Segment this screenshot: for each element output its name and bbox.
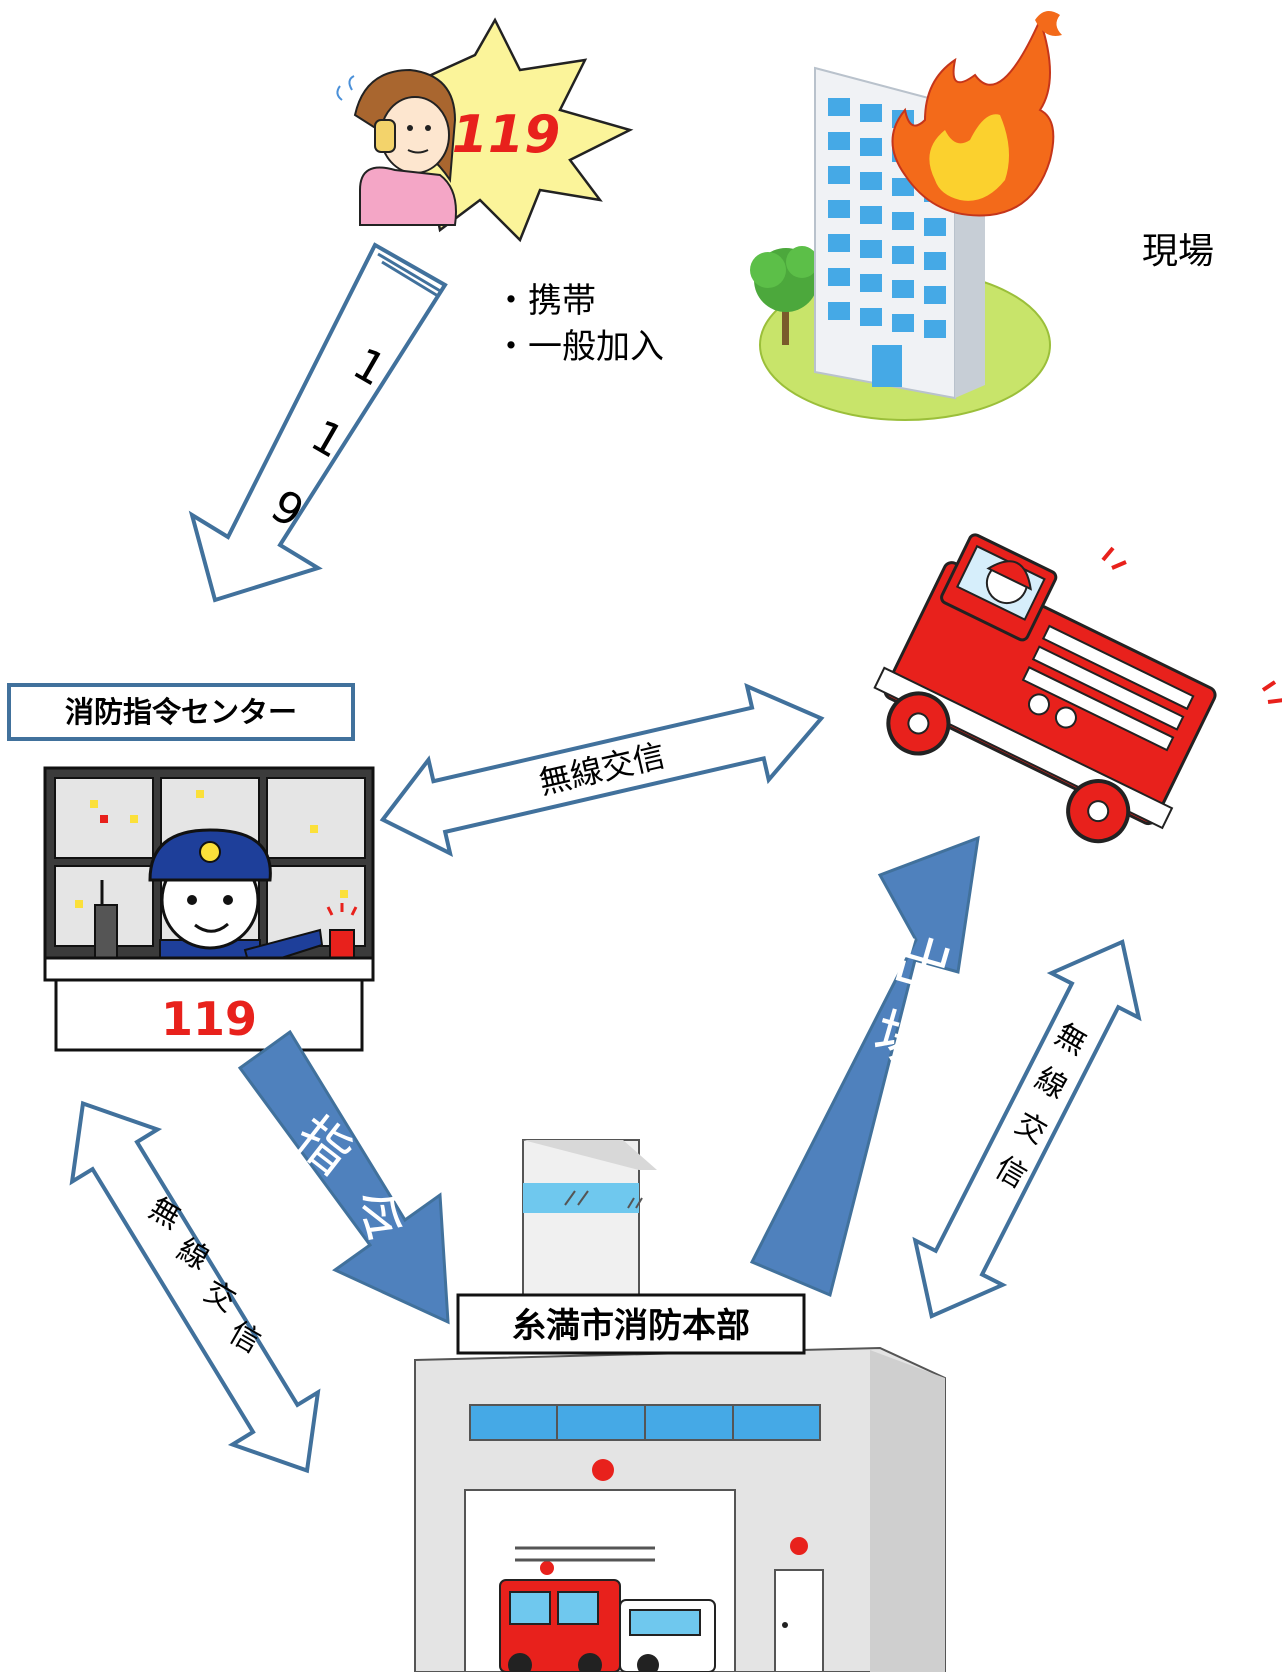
burning-building-illustration (750, 11, 1062, 421)
call-burst-number: 119 (452, 105, 561, 165)
tree-icon (750, 246, 818, 345)
headquarters-title-box: 糸満市消防本部 (456, 1293, 806, 1355)
caller-woman-icon (336, 68, 457, 226)
turnout-arrow: 出 場 (749, 835, 980, 1298)
headquarters-title: 糸満市消防本部 (512, 1306, 750, 1346)
call-type-mobile: ・携帯 (494, 281, 596, 321)
ladder-truck-icon (499, 1546, 655, 1672)
caller-illustration: 119 (336, 17, 634, 243)
alarm-lamp-icon (326, 903, 358, 959)
call-119-arrow: 1 1 9 (188, 242, 448, 603)
desk-number: 119 (161, 992, 257, 1046)
command-center-title: 消防指令センター (65, 695, 297, 729)
command-center-title-box: 消防指令センター (7, 683, 355, 741)
radio-arrow-engine-hq: 無 線 交 信 (912, 939, 1142, 1319)
building-windows (828, 98, 946, 387)
radio-arrow-center-hq: 無 線 交 信 (69, 1100, 321, 1474)
call-type-landline: ・一般加入 (494, 327, 664, 367)
fire-engine-illustration (873, 533, 1217, 844)
ambulance-icon (619, 1599, 716, 1672)
dispatch-order-arrow: 指 令 (237, 1029, 450, 1325)
scene-label: 現場 (1142, 231, 1214, 272)
fire-icon (891, 11, 1062, 217)
fire-headquarters-illustration (414, 1139, 946, 1672)
command-center-illustration: 119 (43, 766, 375, 1052)
radio-arrow-center-engine: 無線交信 (379, 682, 825, 858)
